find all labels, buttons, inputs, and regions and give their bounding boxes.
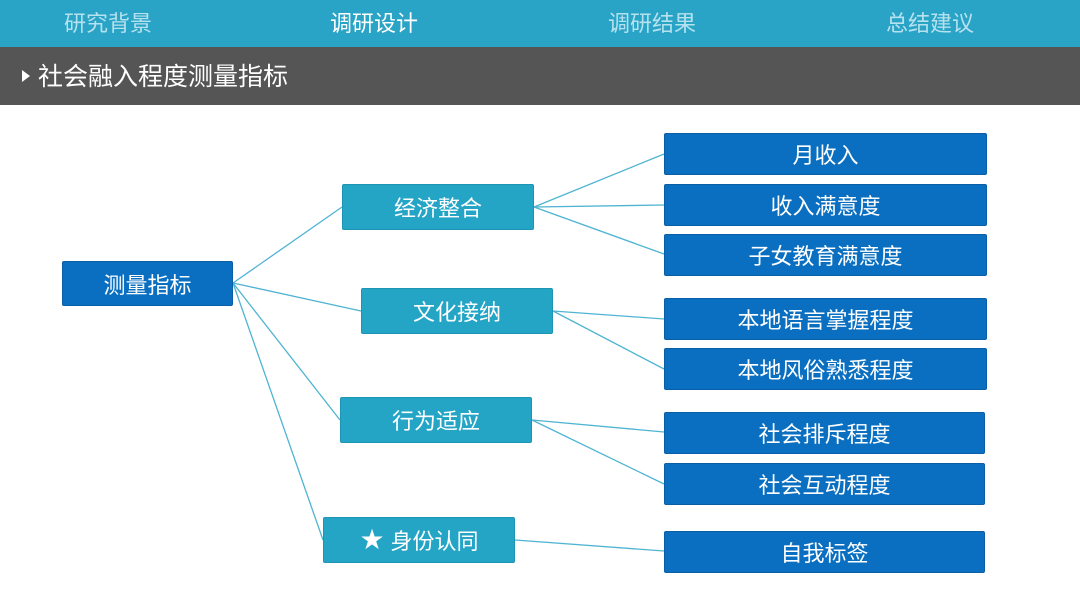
page-title: 社会融入程度测量指标 bbox=[38, 62, 289, 91]
connector-root-cultural bbox=[232, 282, 362, 312]
connector-behavior-leaf-2 bbox=[531, 419, 665, 485]
top-nav: 研究背景 调研设计 调研结果 总结建议 bbox=[0, 0, 1080, 47]
connector-economic-leaf-1 bbox=[533, 153, 665, 208]
category-behavior-adaptation: 行为适应 bbox=[340, 397, 532, 443]
leaf-income-satisfaction: 收入满意度 bbox=[664, 184, 987, 226]
leaf-child-education-satisfaction: 子女教育满意度 bbox=[664, 234, 987, 276]
connector-economic-leaf-2 bbox=[533, 204, 665, 208]
nav-tab-research-design[interactable]: 调研设计 bbox=[329, 12, 418, 37]
connector-identity-leaf-1 bbox=[514, 539, 665, 552]
connector-cultural-leaf-1 bbox=[552, 310, 665, 320]
leaf-local-custom-familiarity: 本地风俗熟悉程度 bbox=[664, 348, 987, 390]
leaf-monthly-income: 月收入 bbox=[664, 133, 987, 175]
star-icon: ★ bbox=[359, 523, 385, 556]
connector-root-identity bbox=[232, 282, 324, 541]
section-header: 社会融入程度测量指标 bbox=[0, 47, 1080, 105]
connector-economic-leaf-3 bbox=[533, 206, 665, 255]
leaf-local-language-mastery: 本地语言掌握程度 bbox=[664, 298, 987, 340]
category-identity: ★ 身份认同 bbox=[323, 517, 515, 563]
leaf-self-label: 自我标签 bbox=[664, 531, 985, 573]
nav-tab-research-background[interactable]: 研究背景 bbox=[63, 12, 152, 37]
connector-root-behavior bbox=[232, 282, 341, 421]
root-node: 测量指标 bbox=[62, 261, 233, 306]
category-cultural-acceptance: 文化接纳 bbox=[361, 288, 553, 334]
category-economic-integration: 经济整合 bbox=[342, 184, 534, 230]
connector-behavior-leaf-1 bbox=[531, 419, 665, 433]
leaf-social-exclusion: 社会排斥程度 bbox=[664, 412, 985, 454]
leaf-social-interaction: 社会互动程度 bbox=[664, 463, 985, 505]
nav-tab-research-results[interactable]: 调研结果 bbox=[607, 12, 696, 37]
connector-cultural-leaf-2 bbox=[552, 310, 665, 370]
connector-root-economic bbox=[232, 206, 343, 284]
nav-tab-summary-suggestions[interactable]: 总结建议 bbox=[885, 12, 974, 37]
category-identity-label: 身份认同 bbox=[390, 530, 479, 555]
triangle-bullet-icon bbox=[22, 70, 30, 82]
